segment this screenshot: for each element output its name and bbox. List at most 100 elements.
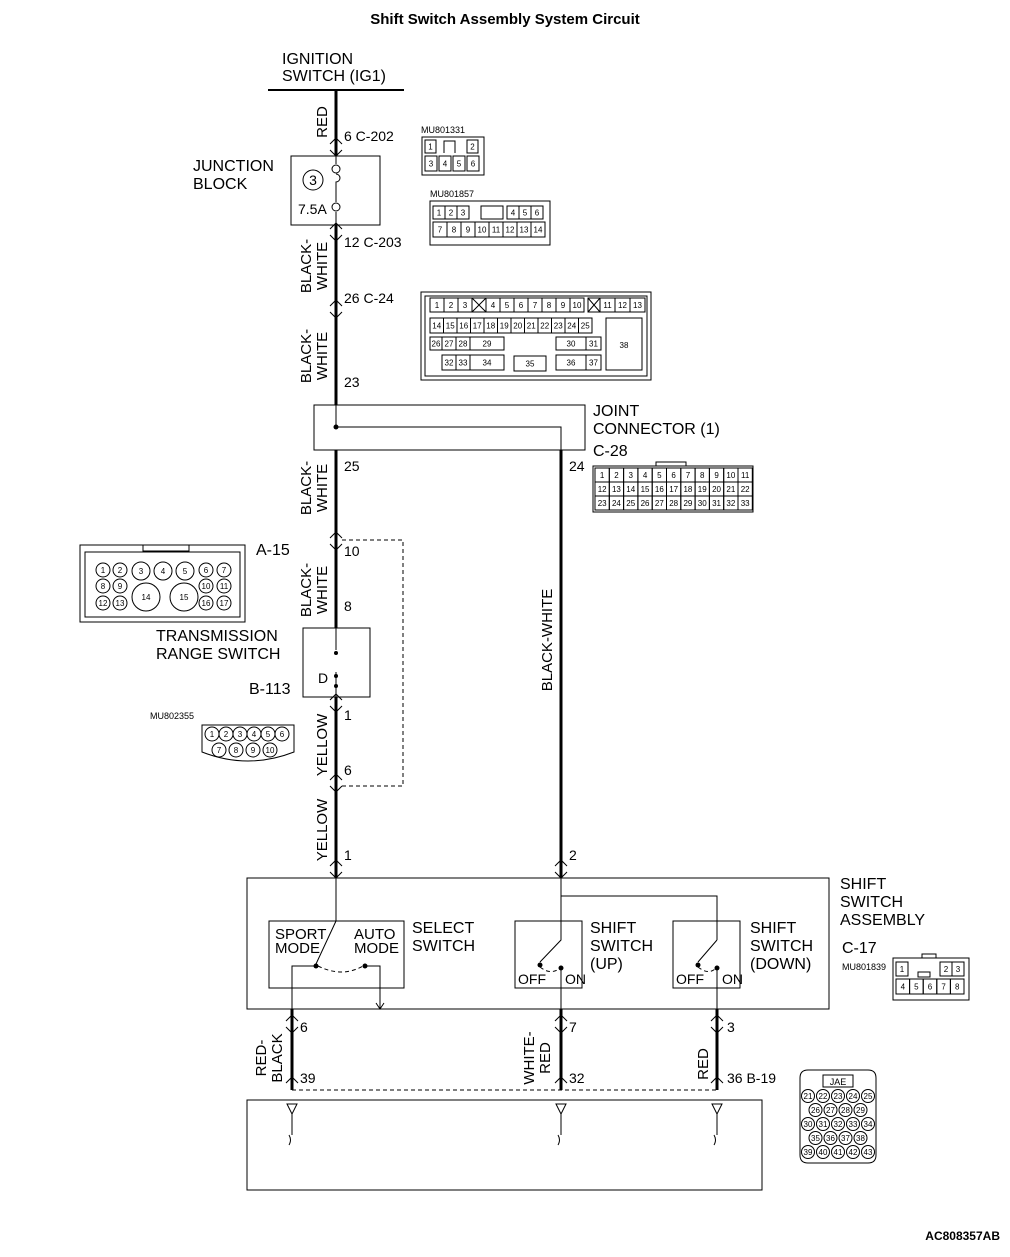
fuse-symbol (335, 156, 341, 225)
c28-pin-text: 24 (612, 499, 621, 508)
c28-pin-text: 10 (726, 471, 735, 480)
wire-label-wr-a: WHITE- (521, 1031, 538, 1084)
c28-pin-text: 27 (655, 499, 664, 508)
c28-pin-text: 17 (669, 485, 678, 494)
mu801331-pin-text: 5 (457, 160, 462, 169)
joint-code: C-28 (593, 443, 628, 460)
c28-pin-text: 13 (612, 485, 621, 494)
c24-pin-text: 9 (561, 301, 566, 310)
c24-pin-text: 14 (432, 322, 441, 331)
c17-pin-text: 3 (956, 965, 961, 974)
select-label-1: SELECT (412, 920, 474, 937)
c24-pin-text: 29 (483, 340, 492, 349)
svg-text:2: 2 (118, 566, 123, 575)
trs-code: B-113 (249, 681, 291, 698)
shift-down-label-2: SWITCH (750, 938, 813, 955)
c17-pin-text: 2 (944, 965, 949, 974)
c24-pin-text: 3 (463, 301, 468, 310)
svg-text:9: 9 (118, 582, 123, 591)
fuse-rating: 7.5A (298, 201, 327, 217)
c28-pin (737, 495, 753, 511)
c24-pin-text: 1 (435, 301, 440, 310)
svg-text:32: 32 (834, 1120, 843, 1129)
mu801857-pin (530, 221, 546, 238)
pin-6b: 6 (300, 1019, 308, 1035)
mu801331-pin-text: 1 (428, 143, 433, 152)
c28-pin-text: 19 (698, 485, 707, 494)
c28-pin-text: 8 (700, 471, 705, 480)
pin-8: 8 (344, 598, 352, 614)
c28-pin-text: 31 (712, 499, 721, 508)
shift-down-label-1: SHIFT (750, 920, 796, 937)
svg-text:36: 36 (826, 1134, 835, 1143)
c28-pin-text: 18 (683, 485, 692, 494)
c24-pin-text: 20 (513, 322, 522, 331)
c24-pin-text: 34 (483, 359, 492, 368)
c24-pin-text: 31 (589, 340, 598, 349)
svg-text:2: 2 (224, 730, 229, 739)
pin-c203: 12 C-203 (344, 234, 402, 250)
wire-label-red: RED (314, 106, 331, 138)
svg-text:29: 29 (856, 1106, 865, 1115)
mu801331-pin (424, 155, 438, 172)
fuse-number: 3 (309, 172, 317, 188)
c17-pin-text: 1 (900, 965, 905, 974)
ssa-label-2: SWITCH (840, 894, 903, 911)
c28-pin-text: 4 (643, 471, 648, 480)
mu801331-pin (466, 155, 480, 172)
pin-25: 25 (344, 458, 360, 474)
c28-pin-text: 9 (714, 471, 719, 480)
c24-pin-text: 25 (581, 322, 590, 331)
svg-text:40: 40 (819, 1148, 828, 1157)
c24-pin-text: 15 (446, 322, 455, 331)
wire-label-bw4b: WHITE (314, 566, 331, 614)
c24-pin (585, 354, 602, 371)
pin-1a: 1 (344, 707, 352, 723)
ssa-code: C-17 (842, 940, 877, 957)
svg-text:17: 17 (220, 599, 229, 608)
c17-pin-text: 6 (928, 983, 933, 992)
svg-text:8: 8 (234, 746, 239, 755)
svg-text:11: 11 (220, 582, 229, 591)
svg-text:3: 3 (238, 730, 243, 739)
c28-pin-text: 3 (629, 471, 634, 480)
shift-switch-assembly-box (246, 877, 830, 1010)
c28-pin-text: 25 (626, 499, 635, 508)
mu801857-pin-text: 6 (535, 209, 540, 218)
mu801331-pin (466, 139, 479, 154)
figure-id: AC808357AB (925, 1229, 1000, 1243)
svg-text:1: 1 (101, 566, 106, 575)
c24-pin-text: 11 (603, 301, 612, 310)
mu801857-pin-text: 13 (520, 226, 529, 235)
c24-pin-text: 21 (527, 322, 536, 331)
mu801857-pin-text: 10 (478, 226, 487, 235)
c24-pin-text: 35 (526, 360, 535, 369)
c17-pin (895, 961, 909, 977)
c24-pin (469, 336, 505, 351)
pin-36-b19: 36 B-19 (727, 1070, 776, 1086)
svg-text:33: 33 (849, 1120, 858, 1129)
mu802355-label: MU802355 (150, 711, 194, 721)
mu801331-pin-text: 4 (443, 160, 448, 169)
pin-23: 23 (344, 374, 360, 390)
c24-pin-text: 26 (432, 340, 441, 349)
mu801331-pin (424, 139, 437, 154)
svg-text:14: 14 (142, 593, 151, 602)
svg-text:37: 37 (841, 1134, 850, 1143)
c24-pin-text: 24 (567, 322, 576, 331)
wire-label-yellow1: YELLOW (314, 713, 331, 776)
svg-text:7: 7 (217, 746, 222, 755)
c28-pin-text: 30 (698, 499, 707, 508)
c28-pin-text: 5 (657, 471, 662, 480)
wire-label-bw2a: BLACK- (298, 329, 315, 383)
c17-pin-text: 5 (914, 983, 919, 992)
shift-down-label-3: (DOWN) (750, 956, 811, 973)
sport-mode-1: SPORT (275, 926, 326, 943)
joint-connector-box (313, 404, 586, 451)
joint-label-1: JOINT (593, 403, 639, 420)
